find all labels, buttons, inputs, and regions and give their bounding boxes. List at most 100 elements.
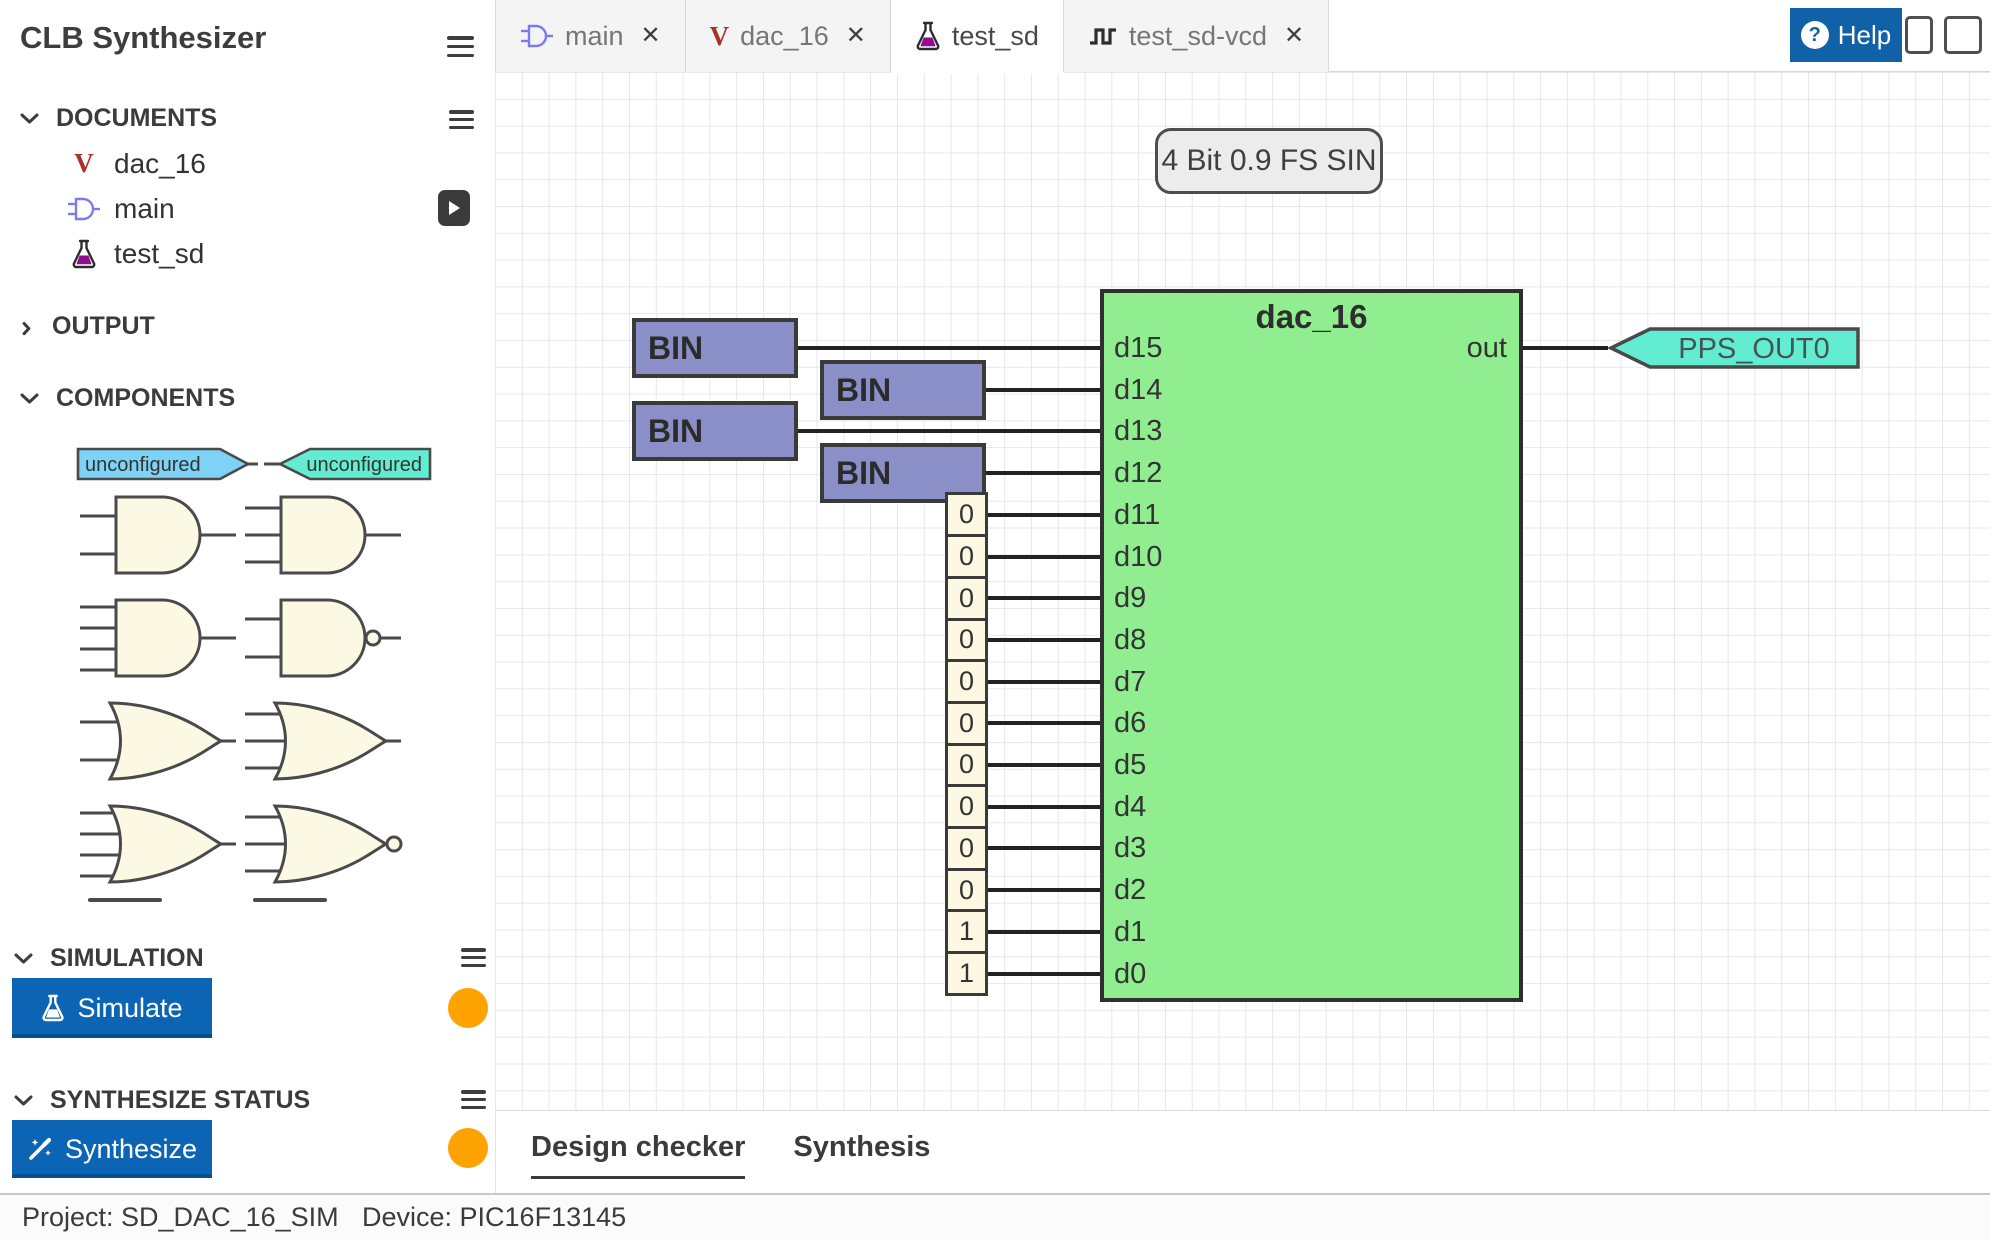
palette-and-2-gate-icon[interactable] <box>78 492 238 583</box>
tab-strip: main✕Vdac_16✕test_sdtest_sd-vcd✕ <box>495 0 1329 71</box>
module-pin-label-d12: d12 <box>1114 452 1162 494</box>
palette-nor-3-gate-icon[interactable] <box>243 801 403 892</box>
palette-and-4-gate-icon[interactable] <box>78 595 238 686</box>
wire-d6 <box>985 721 1100 725</box>
constant-0-block[interactable]: 0 <box>945 576 988 621</box>
bin-source-block[interactable]: BIN <box>820 360 986 420</box>
simulate-button-label: Simulate <box>77 993 182 1024</box>
chevron-down-icon <box>20 392 39 405</box>
document-item-main[interactable]: main <box>0 186 495 231</box>
constant-0-block[interactable]: 0 <box>945 492 988 537</box>
help-button[interactable]: ? Help <box>1790 8 1902 62</box>
palette-input-port[interactable]: unconfigured <box>76 446 260 482</box>
wire-d1 <box>985 930 1100 934</box>
bottom-panel: Design checker Synthesis <box>495 1110 1990 1193</box>
constant-0-block[interactable]: 0 <box>945 868 988 913</box>
document-item-dac_16[interactable]: Vdac_16 <box>0 141 495 186</box>
input-port-label: unconfigured <box>85 454 201 476</box>
bin-source-block[interactable]: BIN <box>632 401 798 461</box>
status-bar: Project: SD_DAC_16_SIM Device: PIC16F131… <box>0 1193 1990 1240</box>
bottom-tab-synthesis[interactable]: Synthesis <box>793 1131 930 1179</box>
wire-d11 <box>985 513 1100 517</box>
close-icon[interactable]: ✕ <box>846 24 866 48</box>
palette-or-2-gate-icon[interactable] <box>78 698 238 789</box>
chevron-right-icon <box>22 317 35 336</box>
bin-source-block[interactable]: BIN <box>632 318 798 378</box>
document-item-test_sd[interactable]: test_sd <box>0 231 495 276</box>
tab-test_sd-vcd[interactable]: test_sd-vcd✕ <box>1064 0 1329 72</box>
sidebar: CLB Synthesizer DOCUMENTS Vdac_16maintes… <box>0 0 495 1193</box>
palette-or-4-gate-icon[interactable] <box>78 801 238 892</box>
close-icon[interactable]: ✕ <box>1284 24 1304 48</box>
constant-0-block[interactable]: 0 <box>945 743 988 788</box>
document-item-label: main <box>114 193 175 225</box>
wire-d14 <box>986 388 1100 392</box>
magic-wand-icon <box>27 1136 53 1162</box>
constant-1-block[interactable]: 1 <box>945 909 988 954</box>
question-circle-icon: ? <box>1801 21 1829 49</box>
output-port-label: unconfigured <box>306 454 422 476</box>
wire-d9 <box>985 596 1100 600</box>
play-icon <box>447 200 461 216</box>
documents-menu-hamburger-icon[interactable] <box>449 110 474 129</box>
chevron-down-icon <box>20 112 39 125</box>
simulate-button[interactable]: Simulate <box>12 978 212 1038</box>
pps-out0-port[interactable]: PPS_OUT0 <box>1608 325 1862 371</box>
synthesize-status-dot <box>448 1128 488 1168</box>
gate-file-icon <box>520 22 554 50</box>
wire-d13 <box>798 429 1100 433</box>
palette-output-port[interactable]: unconfigured <box>262 446 434 482</box>
section-header-components[interactable]: COMPONENTS <box>20 384 235 413</box>
wire-d3 <box>985 846 1100 850</box>
pps-out0-label: PPS_OUT0 <box>1678 333 1830 365</box>
dac-16-module-block[interactable] <box>1100 289 1523 1002</box>
synthesize-button[interactable]: Synthesize <box>12 1120 212 1178</box>
tab-dac_16[interactable]: Vdac_16✕ <box>686 0 891 72</box>
app-menu-hamburger-icon[interactable] <box>447 36 474 57</box>
wire-d7 <box>985 680 1100 684</box>
tab-test_sd[interactable]: test_sd <box>891 0 1064 72</box>
constant-1-block[interactable]: 1 <box>945 951 988 996</box>
constant-0-block[interactable]: 0 <box>945 534 988 579</box>
module-pin-label-d1: d1 <box>1114 911 1146 953</box>
wire-d10 <box>985 555 1100 559</box>
constant-0-block[interactable]: 0 <box>945 826 988 871</box>
simulation-menu-hamburger-icon[interactable] <box>461 948 486 967</box>
section-header-output[interactable]: OUTPUT <box>22 312 155 341</box>
synthesize-menu-hamburger-icon[interactable] <box>461 1090 486 1109</box>
constant-0-block[interactable]: 0 <box>945 659 988 704</box>
chevron-down-icon <box>14 952 33 965</box>
project-name: Project: SD_DAC_16_SIM <box>22 1195 339 1240</box>
close-icon[interactable]: ✕ <box>641 24 661 48</box>
palette-or-3-gate-icon[interactable] <box>243 698 403 789</box>
device-name: Device: PIC16F13145 <box>362 1195 626 1240</box>
module-pin-label-d8: d8 <box>1114 619 1146 661</box>
tab-main[interactable]: main✕ <box>495 0 686 72</box>
run-simulation-button[interactable] <box>438 190 470 226</box>
section-header-simulation[interactable]: SIMULATION <box>14 944 204 973</box>
palette-and-3-gate-icon[interactable] <box>243 492 403 583</box>
bottom-tab-design-checker[interactable]: Design checker <box>531 1131 745 1179</box>
schematic-canvas[interactable]: 4 Bit 0.9 FS SIN dac_16 out PPS_OUT0 d15… <box>495 72 1990 1110</box>
flask-file-icon <box>71 239 97 269</box>
constant-0-block[interactable]: 0 <box>945 701 988 746</box>
constant-0-block[interactable]: 0 <box>945 784 988 829</box>
wire-d12 <box>986 471 1100 475</box>
constant-0-block[interactable]: 0 <box>945 618 988 663</box>
layout-split-icon[interactable] <box>1944 16 1982 54</box>
layout-single-icon[interactable] <box>1905 16 1933 54</box>
document-tab-bar: main✕Vdac_16✕test_sdtest_sd-vcd✕ ? Help <box>495 0 1990 72</box>
wire-d0 <box>985 972 1100 976</box>
palette-nand-2-gate-icon[interactable] <box>243 595 403 686</box>
wire-d5 <box>985 763 1100 767</box>
module-pin-label-d11: d11 <box>1114 494 1160 536</box>
section-header-synthesize-status[interactable]: SYNTHESIZE STATUS <box>14 1086 310 1115</box>
document-item-label: test_sd <box>114 238 204 270</box>
flask-file-icon <box>915 21 941 51</box>
module-pin-label-d7: d7 <box>1114 661 1146 703</box>
wire-d2 <box>985 888 1100 892</box>
module-pin-label-d2: d2 <box>1114 869 1146 911</box>
canvas-annotation[interactable]: 4 Bit 0.9 FS SIN <box>1155 128 1383 194</box>
section-header-documents[interactable]: DOCUMENTS <box>20 104 217 133</box>
